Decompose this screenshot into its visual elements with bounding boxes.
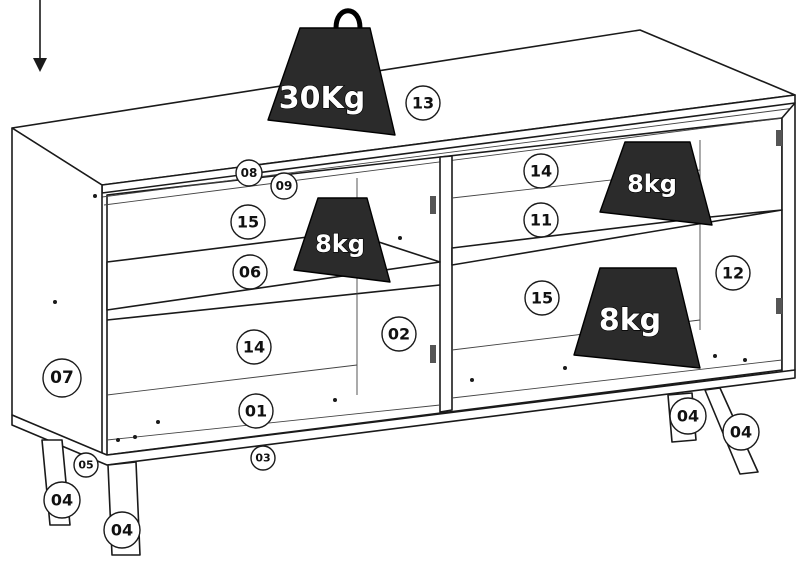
svg-text:03: 03 [255,452,270,465]
callout-15-right: 15 [524,280,560,316]
weight-30kg: 30Kg [267,8,396,136]
svg-text:12: 12 [722,264,744,283]
callout-04-left-outer: 04 [43,481,81,519]
callout-08: 08 [235,159,263,187]
weight-8kg-right-upper-label: 8kg [627,170,677,198]
callout-04-right-inner: 04 [669,397,707,435]
callout-12: 12 [715,255,751,291]
svg-text:08: 08 [241,166,258,180]
weight-8kg-left: 8kg [293,197,391,283]
weight-8kg-left-label: 8kg [315,230,365,258]
down-arrow-icon [33,0,47,72]
callout-07: 07 [42,358,82,398]
callout-14-right: 14 [523,153,559,189]
callout-13: 13 [405,85,441,121]
svg-text:02: 02 [388,325,410,344]
weight-8kg-right-upper: 8kg [599,141,713,226]
screw-holes [53,194,747,442]
weight-8kg-right-lower-label: 8kg [599,303,661,338]
svg-text:15: 15 [531,289,553,308]
svg-text:04: 04 [111,521,133,540]
svg-text:04: 04 [730,423,752,442]
svg-text:09: 09 [276,179,293,193]
svg-text:04: 04 [677,407,699,426]
weight-30kg-label: 30Kg [279,81,365,116]
svg-text:11: 11 [530,211,552,230]
callout-11: 11 [523,202,559,238]
callout-02: 02 [381,316,417,352]
callout-04-right-outer: 04 [722,413,760,451]
svg-text:15: 15 [237,213,259,232]
callout-03: 03 [250,445,276,471]
svg-text:04: 04 [51,491,73,510]
callout-14-left: 14 [236,329,272,365]
svg-text:07: 07 [50,368,74,388]
svg-text:13: 13 [412,94,434,113]
svg-text:05: 05 [78,459,93,472]
svg-text:06: 06 [239,263,261,282]
svg-text:01: 01 [245,402,267,421]
callout-01: 01 [238,393,274,429]
callout-04-left-inner: 04 [103,511,141,549]
callout-06: 06 [232,254,268,290]
weight-8kg-right-lower: 8kg [573,267,701,369]
svg-text:14: 14 [243,338,265,357]
callout-05: 05 [73,452,99,478]
callout-09: 09 [270,172,298,200]
callout-15-left: 15 [230,204,266,240]
svg-text:14: 14 [530,162,552,181]
